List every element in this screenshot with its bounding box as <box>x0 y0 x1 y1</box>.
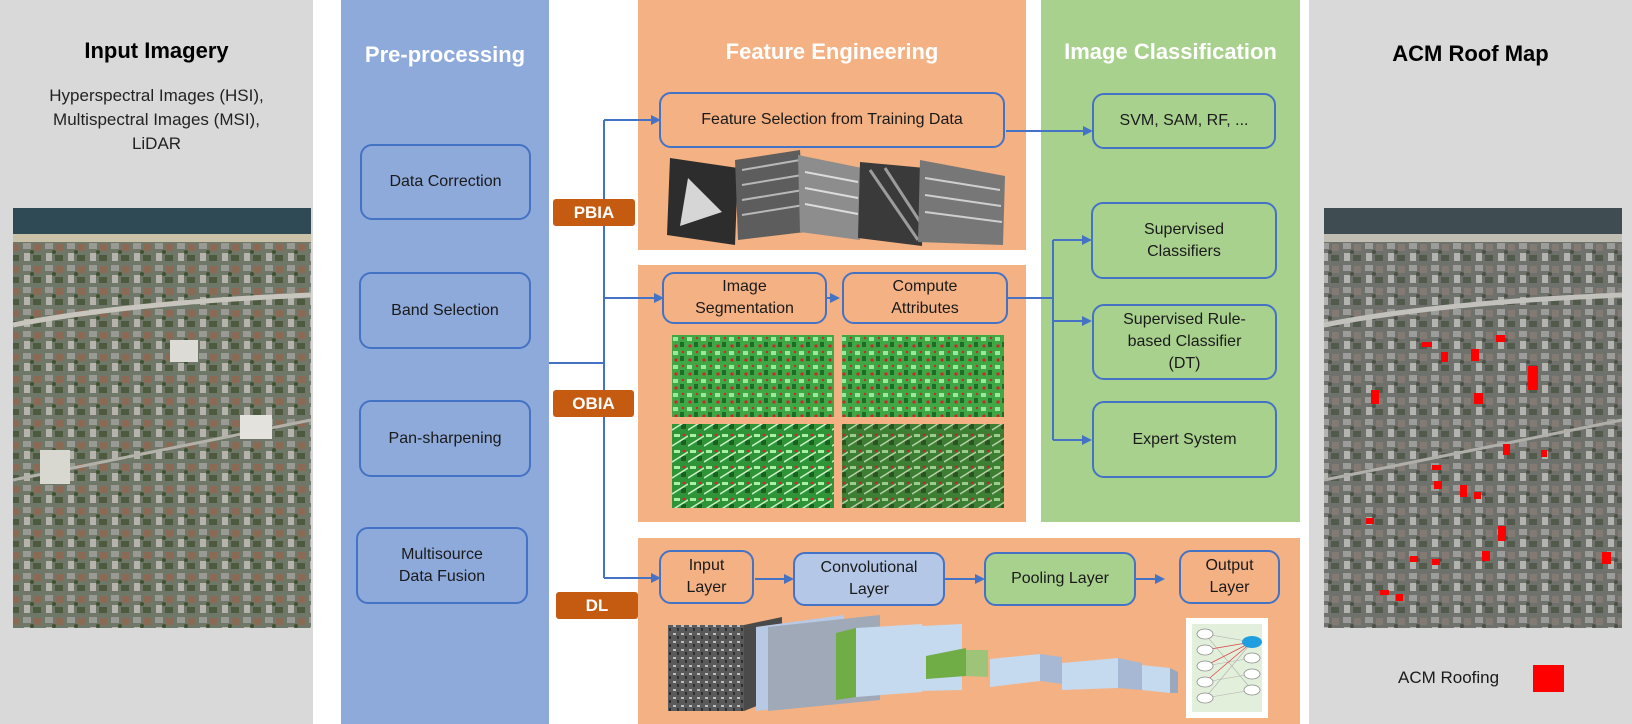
supervised-classifiers-box: Supervised Classifiers <box>1091 202 1277 279</box>
rule-based-classifier-box: Supervised Rule- based Classifier (DT) <box>1092 304 1277 380</box>
pooling-layer-box: Pooling Layer <box>984 552 1136 606</box>
dl-tag: DL <box>556 592 638 619</box>
input-column-subtitle: Hyperspectral Images (HSI), Multispectra… <box>49 86 264 153</box>
roof-sample-photos <box>667 150 1005 246</box>
feature-engineering-title: Feature Engineering <box>725 39 939 64</box>
expert-system-box: Expert System <box>1092 401 1277 478</box>
data-correction-step: Data Correction <box>360 144 531 220</box>
feature-selection-box: Feature Selection from Training Data <box>659 92 1005 148</box>
cnn-illustration <box>668 615 1268 718</box>
obia-tag: OBIA <box>553 390 634 417</box>
image-segmentation-box: Image Segmentation <box>662 272 827 324</box>
convolutional-layer-box: Convolutional Layer <box>793 552 945 606</box>
band-selection-step: Band Selection <box>359 272 531 349</box>
output-layer-box: Output Layer <box>1179 550 1280 604</box>
flow-arrows <box>549 115 1165 584</box>
image-classification-title: Image Classification <box>1064 39 1277 64</box>
output-column-title: ACM Roof Map <box>1392 41 1549 66</box>
segmentation-maps <box>672 335 1004 508</box>
input-layer-box: Input Layer <box>659 550 754 604</box>
multisource-data-fusion-step: Multisource Data Fusion <box>356 527 528 604</box>
pbia-tag: PBIA <box>553 199 635 226</box>
acm-roof-markers <box>1366 335 1611 601</box>
pan-sharpening-step: Pan-sharpening <box>359 400 531 477</box>
input-satellite-image <box>12 208 312 628</box>
preprocessing-title: Pre-processing <box>364 42 526 67</box>
acm-roofing-legend-label: ACM Roofing <box>1398 668 1500 687</box>
acm-roof-map-image <box>1323 208 1623 628</box>
compute-attributes-box: Compute Attributes <box>842 272 1008 324</box>
svm-sam-rf-box: SVM, SAM, RF, ... <box>1092 93 1276 149</box>
acm-roofing-legend-swatch <box>1533 665 1564 692</box>
input-column-title: Input Imagery <box>84 38 229 63</box>
